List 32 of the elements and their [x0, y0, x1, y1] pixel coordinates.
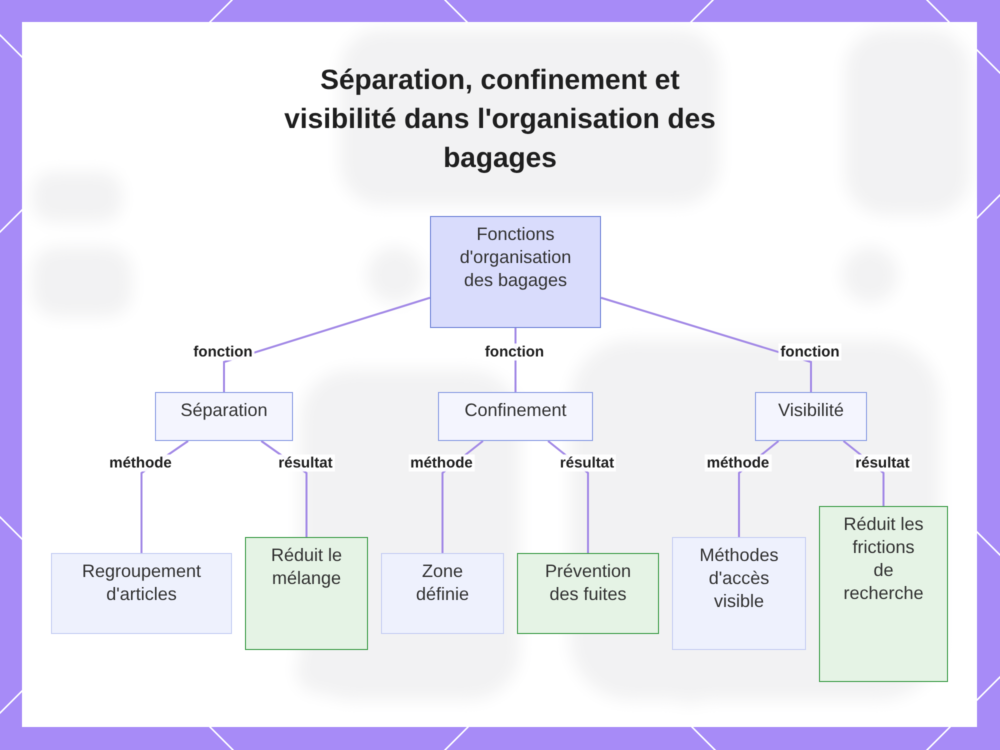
- edge-label: fonction: [482, 344, 546, 360]
- edge-label: fonction: [191, 344, 255, 360]
- node-text: Regroupement d'articles: [80, 560, 202, 606]
- edge-label: fonction: [778, 344, 842, 360]
- edge-label: résultat: [558, 454, 616, 472]
- node-text: Fonctions d'organisation des bagages: [458, 223, 572, 292]
- edge-label: résultat: [276, 454, 335, 472]
- method-box: [381, 553, 504, 634]
- node-text: Séparation: [180, 399, 268, 422]
- diagram-title: Séparation, confinement et visibilité dans l'organisation des bagages: [283, 63, 717, 175]
- node-text: Réduit le mélange: [270, 544, 344, 590]
- node-text: Réduit les frictions de recherche: [842, 513, 925, 605]
- connector-line: [600, 296, 812, 392]
- category-box: [155, 392, 293, 441]
- node-text: Zone définie: [414, 560, 470, 606]
- root-box: [430, 216, 601, 328]
- node-text: Prévention des fuites: [544, 560, 632, 606]
- category-box: [438, 392, 593, 441]
- result-box: [517, 553, 659, 634]
- method-box: [51, 553, 232, 634]
- result-box: [245, 537, 368, 650]
- edge-label: méthode: [408, 454, 475, 472]
- result-box: [819, 506, 948, 682]
- connector-line: [223, 296, 430, 392]
- node-text: Méthodes d'accès visible: [698, 544, 780, 613]
- method-box: [672, 537, 806, 650]
- edge-label: méthode: [704, 454, 772, 472]
- category-box: [755, 392, 867, 441]
- node-text: Confinement: [464, 399, 567, 422]
- edge-label: résultat: [853, 454, 912, 472]
- node-text: Visibilité: [778, 399, 844, 422]
- edge-label: méthode: [107, 454, 174, 472]
